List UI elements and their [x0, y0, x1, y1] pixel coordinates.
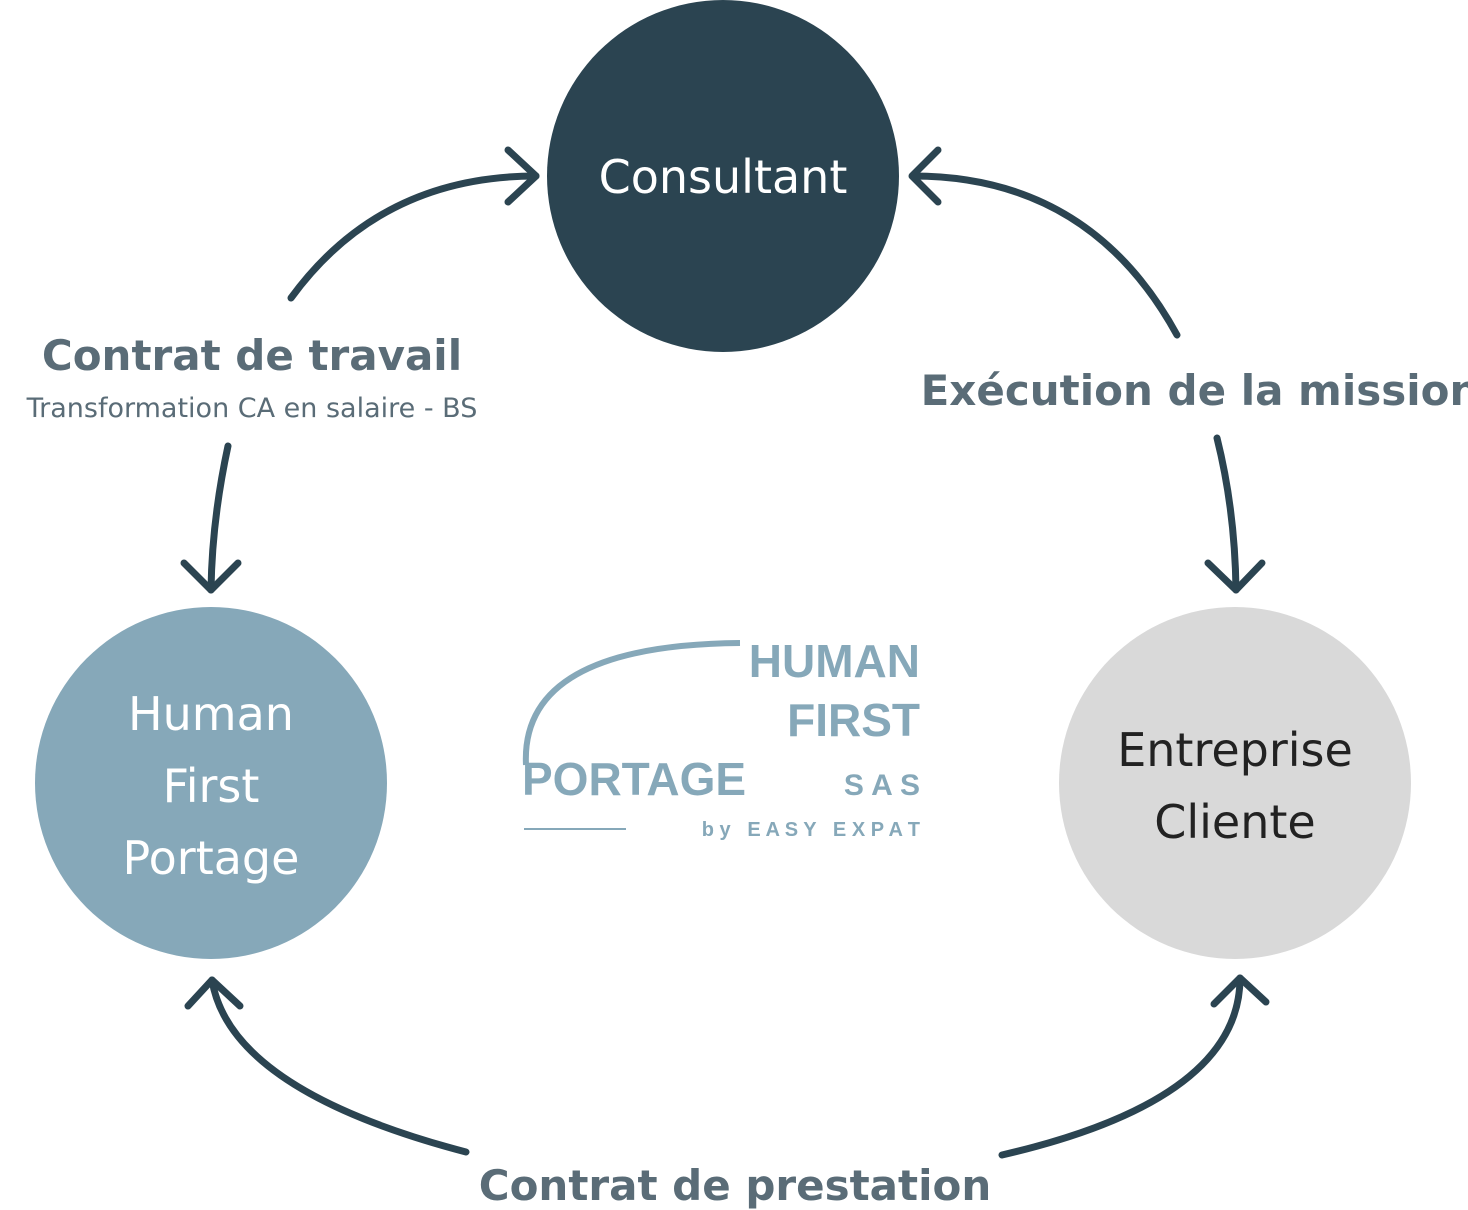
arrowhead-icon [1204, 559, 1266, 594]
logo-line2: FIRST [787, 694, 920, 746]
logo-suffix: S A S [844, 769, 920, 802]
company-logo: HUMAN FIRST PORTAGE S A S b y E A S Y E … [522, 635, 920, 841]
contrat-travail-title: Contrat de travail [42, 331, 462, 380]
logo-line3: PORTAGE [522, 753, 746, 805]
logo-tagline: b y E A S Y E X P A T [702, 819, 920, 841]
client-label-line: Entreprise [1117, 723, 1353, 777]
logo-line1: HUMAN [749, 635, 920, 687]
arrow-to-client [1213, 434, 1240, 594]
arrowhead-icon [184, 976, 244, 1010]
consultant-node [547, 0, 899, 352]
prestation-title: Contrat de prestation [479, 1161, 992, 1210]
logo-arc [522, 640, 741, 766]
hfp-label-line: Portage [123, 831, 300, 885]
hfp-label-line: First [163, 759, 260, 813]
client-label-line: Cliente [1154, 795, 1315, 849]
arrowhead-icon [908, 146, 942, 206]
arrow-client-to-consultant [909, 172, 1181, 339]
arrow-to-hfp [207, 442, 232, 594]
arrowhead-icon [1210, 974, 1270, 1008]
hfp-label-line: Human [128, 687, 294, 741]
hfp-node [35, 607, 387, 959]
logo-rule [524, 828, 626, 830]
execution-title: Exécution de la mission [921, 366, 1468, 415]
arrow-prestation-to-hfp [208, 976, 470, 1156]
arrow-prestation-to-client [998, 974, 1244, 1159]
arrowhead-icon [504, 146, 540, 206]
consultant-label: Consultant [599, 150, 848, 204]
contrat-travail-subtitle: Transformation CA en salaire - BS [26, 393, 478, 424]
arrowhead-icon [180, 559, 242, 594]
client-node [1059, 607, 1411, 959]
arrow-hfp-to-consultant [287, 172, 540, 302]
